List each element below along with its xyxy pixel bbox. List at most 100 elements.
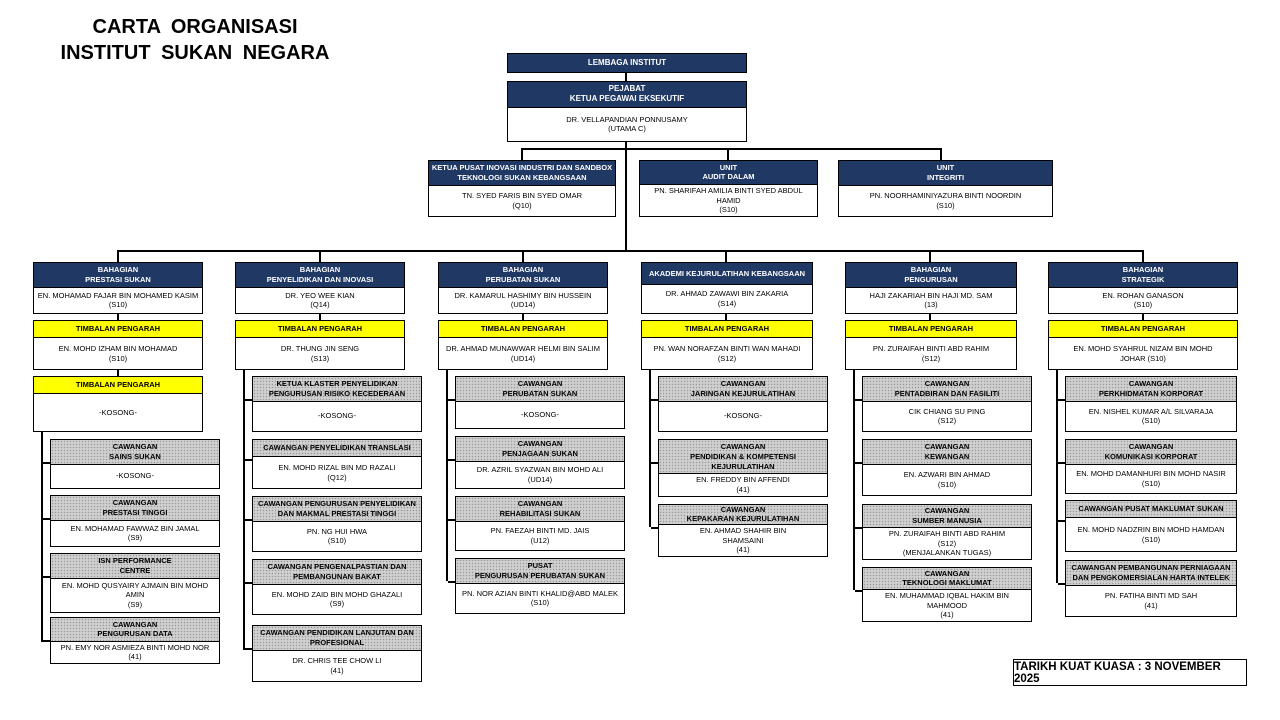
- connector-line: [522, 314, 524, 320]
- connector-line: [940, 150, 942, 160]
- connector-line: [522, 252, 524, 262]
- box-cawangan-kepakaran-kejurulatihan: CAWANGAN KEPAKARAN KEJURULATIHAN EN. AHM…: [658, 504, 828, 557]
- box-cawangan-perubatan-sukan: CAWANGAN PERUBATAN SUKAN -KOSONG-: [455, 376, 625, 429]
- connector-line: [448, 459, 455, 461]
- connector-line: [855, 527, 862, 529]
- box-person: EN. ROHAN GANASON (S10): [1102, 290, 1184, 310]
- box-cawangan-prestasi-tinggi: CAWANGAN PRESTASI TINGGI EN. MOHAMAD FAW…: [50, 495, 220, 547]
- box-person: -KOSONG-: [116, 471, 154, 481]
- box-title: UNIT AUDIT DALAM: [640, 161, 817, 185]
- box-person: PN. NG HUI HWA (S10): [306, 526, 368, 546]
- box-title: BAHAGIAN PERUBATAN SUKAN: [439, 263, 607, 288]
- box-cawangan-pentadbiran-fasiliti: CAWANGAN PENTADBIRAN DAN FASILITI CIK CH…: [862, 376, 1032, 432]
- box-pusat-pengurusan-perubatan-sukan: PUSAT PENGURUSAN PERUBATAN SUKAN PN. NOR…: [455, 558, 625, 614]
- box-ketua-klaster-penyelidikan: KETUA KLASTER PENYELIDIKAN PENGURUSAN RI…: [252, 376, 422, 432]
- box-title: ISN PERFORMANCE CENTRE: [51, 554, 219, 579]
- box-title: AKADEMI KEJURULATIHAN KEBANGSAAN: [642, 263, 812, 285]
- box-title: TIMBALAN PENGARAH: [236, 321, 404, 338]
- box-person: EN. MOHD QUSYAIRY AJMAIN BIN MOHD AMIN (…: [61, 580, 209, 610]
- box-title: CAWANGAN PUSAT MAKLUMAT SUKAN: [1066, 501, 1236, 518]
- box-person: DR. VELLAPANDIAN PONNUSAMY (UTAMA C): [566, 114, 688, 134]
- box-title: CAWANGAN SUMBER MANUSIA: [863, 505, 1031, 528]
- connector-line: [725, 252, 727, 262]
- box-title: CAWANGAN PENJAGAAN SUKAN: [456, 437, 624, 462]
- box-akademi-kejurulatihan-kebangsaan: AKADEMI KEJURULATIHAN KEBANGSAAN DR. AHM…: [641, 262, 813, 314]
- box-title: BAHAGIAN STRATEGIK: [1049, 263, 1237, 288]
- box-title: CAWANGAN KEWANGAN: [863, 440, 1031, 465]
- box-title: CAWANGAN PERKHIDMATAN KORPORAT: [1066, 377, 1236, 402]
- box-person: DR. AHMAD MUNAWWAR HELMI BIN SALIM (UD14…: [445, 343, 601, 363]
- box-title: CAWANGAN TEKNOLOGI MAKLUMAT: [863, 568, 1031, 590]
- connector-line: [117, 252, 119, 262]
- connector-line: [625, 73, 627, 81]
- connector-line: [855, 399, 862, 401]
- connector-line: [117, 250, 1144, 252]
- box-title: CAWANGAN PRESTASI TINGGI: [51, 496, 219, 521]
- box-person: DR. AHMAD ZAWAWI BIN ZAKARIA (S14): [665, 289, 789, 308]
- box-title: KETUA PUSAT INOVASI INDUSTRI DAN SANDBOX…: [429, 161, 615, 186]
- box-person: EN. MOHD ZAID BIN MOHD GHAZALI (S9): [271, 589, 403, 609]
- box-timbalan-pengarah: TIMBALAN PENGARAH EN. MOHD IZHAM BIN MOH…: [33, 320, 203, 370]
- box-unit-audit-dalam: UNIT AUDIT DALAM PN. SHARIFAH AMILIA BIN…: [639, 160, 818, 217]
- connector-line: [43, 640, 50, 642]
- box-person: TN. SYED FARIS BIN SYED OMAR (Q10): [461, 191, 583, 210]
- box-title: LEMBAGA INSTITUT: [508, 54, 746, 72]
- box-cawangan-perkhidmatan-korporat: CAWANGAN PERKHIDMATAN KORPORAT EN. NISHE…: [1065, 376, 1237, 432]
- box-title: CAWANGAN PENGURUSAN PENYELIDIKAN DAN MAK…: [253, 497, 421, 522]
- box-person: PN. NOR AZIAN BINTI KHALID@ABD MALEK (S1…: [462, 588, 618, 608]
- connector-line: [319, 314, 321, 320]
- box-timbalan-pengarah: TIMBALAN PENGARAH DR. THUNG JIN SENG (S1…: [235, 320, 405, 370]
- box-cawangan-sains-sukan: CAWANGAN SAINS SUKAN -KOSONG-: [50, 439, 220, 489]
- connector-line: [448, 519, 455, 521]
- connector-line: [245, 399, 252, 401]
- connector-line: [1056, 370, 1058, 583]
- box-cawangan-komunikasi-korporat: CAWANGAN KOMUNIKASI KORPORAT EN. MOHD DA…: [1065, 439, 1237, 494]
- box-title: CAWANGAN PENDIDIKAN LANJUTAN DAN PROFESI…: [253, 626, 421, 651]
- box-bahagian-penyelidikan-dan-inovasi: BAHAGIAN PENYELIDIKAN DAN INOVASI DR. YE…: [235, 262, 405, 314]
- box-timbalan-pengarah: TIMBALAN PENGARAH PN. WAN NORAFZAN BINTI…: [641, 320, 813, 370]
- box-title: BAHAGIAN PRESTASI SUKAN: [34, 263, 202, 288]
- box-title: CAWANGAN PENGURUSAN DATA: [51, 618, 219, 642]
- box-person: EN. NISHEL KUMAR A/L SILVARAJA (S10): [1088, 406, 1214, 426]
- box-title: CAWANGAN PEMBANGUNAN PERNIAGAAN DAN PENG…: [1066, 561, 1236, 586]
- box-bahagian-perubatan-sukan: BAHAGIAN PERUBATAN SUKAN DR. KAMARUL HAS…: [438, 262, 608, 314]
- box-title: UNIT INTEGRITI: [839, 161, 1052, 186]
- connector-line: [521, 148, 942, 150]
- box-title: CAWANGAN PENGENALPASTIAN DAN PEMBANGUNAN…: [253, 560, 421, 585]
- box-title: CAWANGAN PENTADBIRAN DAN FASILITI: [863, 377, 1031, 402]
- connector-line: [855, 462, 862, 464]
- connector-line: [651, 399, 658, 401]
- box-title: CAWANGAN SAINS SUKAN: [51, 440, 219, 465]
- box-person: -KOSONG-: [99, 407, 137, 417]
- box-person: DR. CHRIS TEE CHOW LI (41): [292, 656, 382, 675]
- connector-line: [1142, 252, 1144, 262]
- connector-line: [651, 527, 658, 529]
- box-person: EN. MUHAMMAD IQBAL HAKIM BIN MAHMOOD (41…: [885, 590, 1009, 620]
- box-bahagian-strategik: BAHAGIAN STRATEGIK EN. ROHAN GANASON (S1…: [1048, 262, 1238, 314]
- box-person: EN. MOHAMAD FAJAR BIN MOHAMED KASIM (S10…: [37, 290, 199, 310]
- box-title: TIMBALAN PENGARAH: [1049, 321, 1237, 338]
- box-title: CAWANGAN PERUBATAN SUKAN: [456, 377, 624, 402]
- box-timbalan-pengarah: TIMBALAN PENGARAH DR. AHMAD MUNAWWAR HEL…: [438, 320, 608, 370]
- connector-line: [929, 314, 931, 320]
- box-cawangan-penyelidikan-translasi: CAWANGAN PENYELIDIKAN TRANSLASI EN. MOHD…: [252, 439, 422, 489]
- connector-line: [41, 432, 43, 642]
- box-title: TIMBALAN PENGARAH: [846, 321, 1016, 338]
- box-person: EN. MOHD DAMANHURI BIN MOHD NASIR (S10): [1076, 469, 1226, 488]
- box-person: DR. YEO WEE KIAN (Q14): [285, 290, 355, 310]
- box-person: EN. AZWARI BIN AHMAD (S10): [903, 470, 991, 489]
- box-person: EN. FREDDY BIN AFFENDI (41): [696, 475, 790, 495]
- box-isn-performance-centre: ISN PERFORMANCE CENTRE EN. MOHD QUSYAIRY…: [50, 553, 220, 613]
- box-title: PEJABAT KETUA PEGAWAI EKSEKUTIF: [508, 82, 746, 108]
- box-cawangan-pembangunan-perniagaan: CAWANGAN PEMBANGUNAN PERNIAGAAN DAN PENG…: [1065, 560, 1237, 617]
- box-person: DR. KAMARUL HASHIMY BIN HUSSEIN (UD14): [454, 290, 592, 310]
- box-person: HAJI ZAKARIAH BIN HAJI MD. SAM (13): [869, 290, 993, 310]
- box-cawangan-sumber-manusia: CAWANGAN SUMBER MANUSIA PN. ZURAIFAH BIN…: [862, 504, 1032, 560]
- box-title: CAWANGAN PENDIDIKAN & KOMPETENSI KEJURUL…: [659, 440, 827, 475]
- box-title: CAWANGAN JARINGAN KEJURULATIHAN: [659, 377, 827, 402]
- box-title: KETUA KLASTER PENYELIDIKAN PENGURUSAN RI…: [253, 377, 421, 402]
- connector-line: [243, 370, 245, 650]
- box-cawangan-pengurusan-data: CAWANGAN PENGURUSAN DATA PN. EMY NOR ASM…: [50, 617, 220, 664]
- box-person: -KOSONG-: [521, 409, 559, 419]
- connector-line: [625, 142, 627, 252]
